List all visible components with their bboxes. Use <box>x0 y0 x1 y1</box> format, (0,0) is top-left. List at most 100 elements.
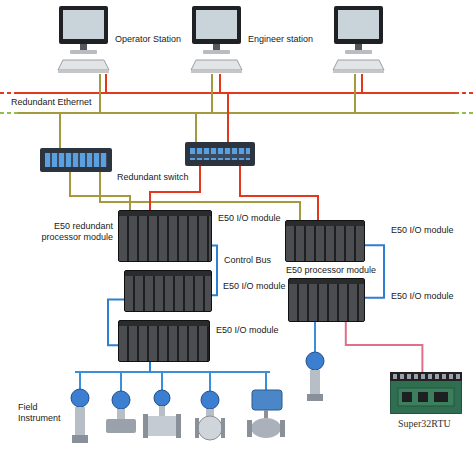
keyboard <box>58 60 109 70</box>
keyboard-edge <box>333 70 384 73</box>
dp-flange <box>106 419 136 433</box>
transmitter-fitting <box>307 394 323 401</box>
pc-wire <box>105 74 107 93</box>
pipe-flange <box>176 414 181 438</box>
transmitter-fitting <box>72 435 88 443</box>
rtu-body <box>390 372 462 414</box>
pipe-flange <box>143 414 148 438</box>
monitor-base <box>70 50 97 54</box>
transmitter-head <box>112 391 130 409</box>
instrument-group: Field Instrument <box>12 372 300 447</box>
rack-label: E50 I/O module <box>391 225 454 236</box>
network-label: Redundant Ethernet <box>10 97 93 108</box>
transmitter-body <box>310 370 320 394</box>
monitor-neck <box>80 44 87 50</box>
terminal-strip <box>390 372 462 381</box>
pipe-flange <box>221 418 225 438</box>
station-label: Engineer station <box>248 34 313 45</box>
monitor-screen <box>63 10 104 39</box>
flowmeter-head <box>201 391 219 409</box>
monitor-base <box>203 50 230 54</box>
processor-rack: E50 I/O moduleE50 processor module <box>285 220 365 262</box>
rack-label: E50 I/O module <box>216 325 279 336</box>
rtu-board <box>390 372 462 414</box>
rack-label: E50 redundant processor module <box>36 221 113 243</box>
terminal <box>449 374 453 379</box>
monitor-base <box>345 50 372 54</box>
field-drop <box>209 372 211 391</box>
valve-stem <box>264 410 268 418</box>
flowmeter-head <box>154 390 170 406</box>
terminal <box>435 374 439 379</box>
switch-label: Redundant switch <box>117 172 189 183</box>
keyboard-edge <box>191 70 242 73</box>
monitor-screen <box>196 10 237 39</box>
rack-label: E50 I/O module <box>223 281 286 292</box>
field-drop <box>161 372 163 390</box>
pipe-flange <box>247 420 252 437</box>
transmitter-head <box>71 389 89 407</box>
field-drop <box>79 372 81 389</box>
bus-label: Control Bus <box>223 255 272 266</box>
pipe-flange <box>195 418 199 438</box>
transmitter-body <box>75 407 85 435</box>
pc-wire <box>219 74 221 93</box>
monitor-neck <box>355 44 362 50</box>
device-label: Super32RTU <box>398 418 451 429</box>
flowmeter-neck <box>159 406 165 416</box>
pc-wire <box>361 74 363 93</box>
group-label: Field Instrument <box>18 402 70 424</box>
io-rack: E50 I/O module <box>124 270 212 312</box>
ethernet-line-b <box>18 112 455 114</box>
ethernet-dash <box>455 112 474 114</box>
processor-rack: E50 redundant processor moduleE50 I/O mo… <box>118 210 212 262</box>
keyboard <box>191 60 242 70</box>
transmitter-neck <box>117 409 125 419</box>
flowmeter-body <box>198 416 222 440</box>
ethernet-dash <box>0 112 18 114</box>
switch-body <box>185 142 255 166</box>
terminal <box>421 374 425 379</box>
transmitter-head <box>306 352 324 370</box>
pc-wire <box>211 74 213 113</box>
network-switch: Redundant switch <box>40 148 112 172</box>
bus-connector <box>212 245 217 295</box>
flowmeter-pipe <box>146 416 178 436</box>
pc-wire <box>99 74 101 113</box>
field-drop <box>265 372 267 390</box>
keyboard <box>333 60 384 70</box>
switch-uplink <box>59 113 61 148</box>
keyboard-edge <box>58 70 109 73</box>
monitor-bezel <box>192 6 241 44</box>
ethernet-dash <box>0 92 18 94</box>
terminal <box>407 374 411 379</box>
pc-icon <box>55 4 112 76</box>
field-drop <box>120 372 122 391</box>
rtu-chip <box>402 392 412 402</box>
rtu-chip <box>418 392 428 402</box>
switch-uplink <box>195 113 197 142</box>
bus-connector <box>149 362 151 372</box>
switch-ports <box>190 148 250 160</box>
station-label: Operator Station <box>115 34 181 45</box>
switch-uplink <box>227 93 229 142</box>
terminal <box>442 374 446 379</box>
rtu-panel <box>398 388 454 406</box>
monitor-screen <box>338 10 379 39</box>
ethernet-dash <box>455 92 474 94</box>
ethernet-line-a <box>18 92 455 94</box>
rack-label: E50 I/O module <box>218 213 281 224</box>
terminal <box>456 374 460 379</box>
field-drop <box>314 322 316 352</box>
valve-body <box>251 418 281 438</box>
rack-label: E50 processor module <box>286 265 376 276</box>
terminal <box>428 374 432 379</box>
pipe-flange <box>280 420 285 437</box>
monitor-neck <box>213 44 220 50</box>
bus-connector <box>346 322 423 372</box>
monitor-bezel <box>334 6 383 44</box>
valve-actuator <box>252 390 282 410</box>
monitor-bezel <box>59 6 108 44</box>
terminal <box>400 374 404 379</box>
